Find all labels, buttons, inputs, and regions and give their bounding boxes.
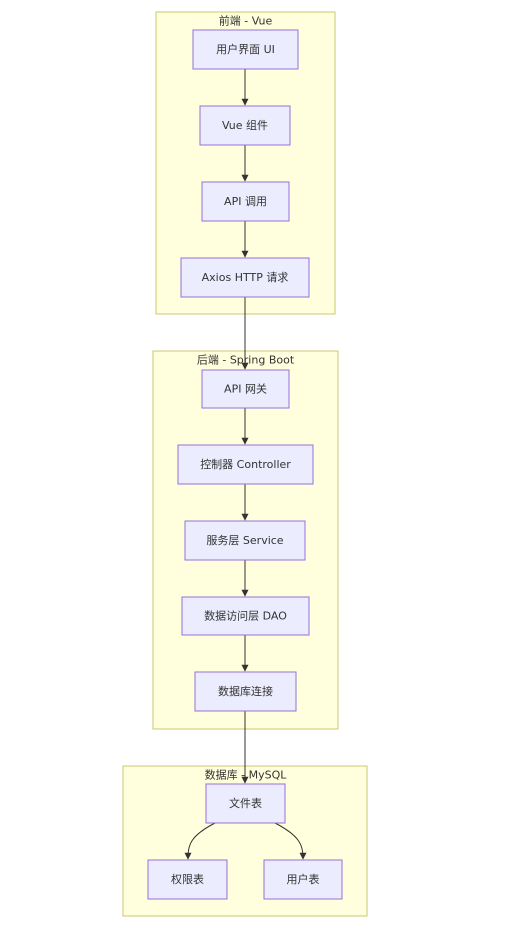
edge-file-table-perm-table	[184, 822, 216, 860]
node-dao-label: 数据访问层 DAO	[204, 609, 287, 623]
node-db-conn-label: 数据库连接	[218, 684, 273, 698]
node-service: 服务层 Service	[184, 520, 306, 561]
edge-file-table-user-table	[274, 822, 307, 860]
cluster-frontend-label: 前端 - Vue	[219, 14, 273, 28]
node-perm-table-box	[147, 859, 228, 900]
node-controller-box	[177, 444, 314, 485]
edges	[184, 69, 307, 860]
node-file-table-label: 文件表	[229, 796, 262, 810]
node-ui-box	[192, 29, 299, 70]
node-perm-table: 权限表	[147, 859, 228, 900]
node-vue-label: Vue 组件	[222, 118, 268, 132]
cluster-database-label: 数据库 - MySQL	[205, 768, 288, 782]
node-api-call-box	[201, 181, 290, 222]
node-file-table-box	[205, 783, 286, 824]
node-gateway-label: API 网关	[224, 382, 267, 396]
node-vue-box	[199, 105, 291, 146]
node-perm-table-label: 权限表	[171, 872, 204, 886]
node-service-box	[184, 520, 306, 561]
node-axios-label: Axios HTTP 请求	[202, 271, 289, 284]
node-user-table-box	[263, 859, 343, 900]
node-ui-label: 用户界面 UI	[216, 42, 275, 56]
cluster-backend-label: 后端 - Spring Boot	[197, 354, 295, 367]
node-db-conn: 数据库连接	[194, 671, 297, 712]
node-service-label: 服务层 Service	[206, 534, 283, 547]
node-gateway-box	[201, 369, 290, 409]
node-user-table-label: 用户表	[287, 872, 320, 886]
node-axios: Axios HTTP 请求	[180, 257, 310, 298]
node-ui: 用户界面 UI	[192, 29, 299, 70]
node-controller-label: 控制器 Controller	[200, 457, 291, 471]
node-db-conn-box	[194, 671, 297, 712]
node-user-table: 用户表	[263, 859, 343, 900]
node-dao-box	[181, 596, 310, 636]
node-api-call-label: API 调用	[224, 195, 267, 208]
node-controller: 控制器 Controller	[177, 444, 314, 485]
node-file-table: 文件表	[205, 783, 286, 824]
node-vue: Vue 组件	[199, 105, 291, 146]
node-dao: 数据访问层 DAO	[181, 596, 310, 636]
node-gateway: API 网关	[201, 369, 290, 409]
node-axios-box	[180, 257, 310, 298]
node-api-call: API 调用	[201, 181, 290, 222]
